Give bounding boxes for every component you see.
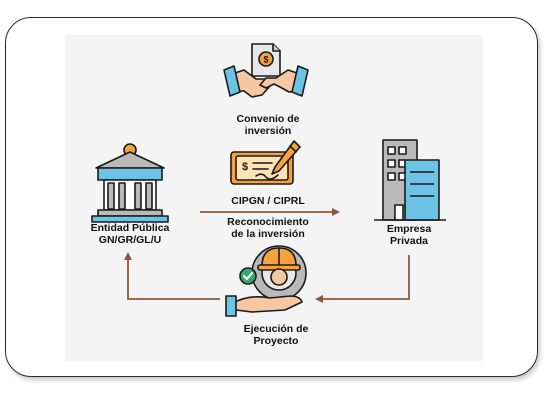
arrow-empresa-to-ejecucion (315, 255, 410, 303)
entidad-label: Entidad Pública GN/GR/GL/U (90, 222, 170, 246)
government-building-icon (91, 143, 169, 223)
svg-text:$: $ (242, 161, 248, 173)
empresa-label: Empresa Privada (386, 223, 432, 247)
office-buildings-icon (374, 139, 446, 221)
convenio-label: Convenio de inversión (236, 113, 300, 137)
svg-text:$: $ (263, 55, 268, 65)
arrow-ejecucion-to-entidad (124, 252, 220, 300)
handshake-contract-icon: $ (223, 43, 309, 98)
cipgn-label: CIPGN / CIPRL (231, 195, 305, 207)
reconocimiento-label: Reconocimiento de la inversión (227, 216, 309, 240)
worker-gear-hand-icon (225, 245, 307, 317)
ejecucion-label: Ejecución de Proyecto (243, 323, 309, 347)
cheque-pen-icon: $ (230, 140, 301, 185)
